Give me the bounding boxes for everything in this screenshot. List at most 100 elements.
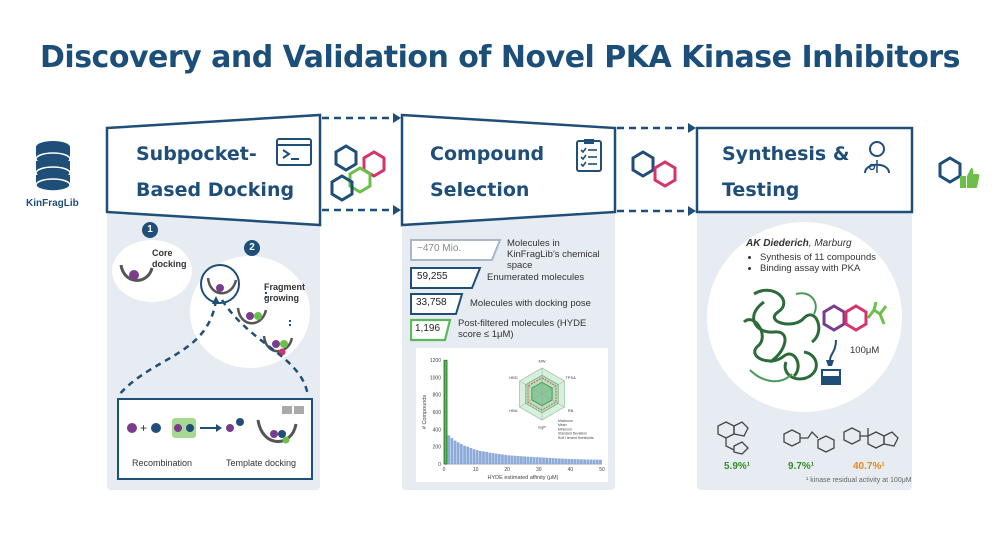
- radar-legend-item: Maximum: [558, 419, 573, 423]
- histogram-bar: [482, 451, 485, 464]
- step2-number-badge: 2: [244, 240, 260, 256]
- histogram-bar: [516, 456, 520, 464]
- funnel-label-3: Molecules with docking pose: [470, 298, 591, 309]
- terminal-icon: [276, 138, 312, 166]
- funnel-value-2: 59,255: [417, 271, 448, 282]
- histogram-bar: [510, 455, 514, 464]
- scientist-icon: [864, 141, 890, 174]
- histogram-bar: [583, 459, 586, 464]
- histogram-bar: [447, 435, 451, 464]
- x-tick-label: 10: [473, 467, 479, 473]
- y-tick-label: 1200: [430, 358, 441, 364]
- histogram-bar: [507, 455, 511, 464]
- radar-axis-label: logP: [538, 425, 546, 430]
- histogram-bar: [497, 454, 501, 464]
- page-title: Discovery and Validation of Novel PKA Ki…: [40, 40, 960, 75]
- radar-axis-label: MW: [538, 359, 545, 364]
- x-tick-label: 50: [599, 467, 605, 473]
- radar-legend-item: Ro5 / lenient thresholds: [558, 436, 594, 440]
- histogram-bar: [542, 457, 545, 464]
- growing-fragments-graphic: [206, 277, 294, 356]
- docking-detail-box: [117, 398, 313, 480]
- lab-location: , Marburg: [808, 238, 852, 249]
- histogram-bar: [599, 459, 602, 464]
- step1-title: Subpocket-Based Docking: [136, 143, 295, 201]
- histogram-bar: [570, 459, 574, 464]
- y-tick-label: 600: [433, 410, 442, 416]
- histogram-bar: [567, 458, 571, 464]
- radar-legend-item: Minimum: [558, 427, 572, 431]
- lab-group: AK Diederich: [746, 238, 809, 249]
- histogram-bar: [523, 456, 526, 464]
- step1-number-badge: 1: [142, 222, 158, 238]
- funnel-value-1: ~470 Mio.: [417, 243, 462, 254]
- x-tick-label: 40: [568, 467, 574, 473]
- funnel-label-1: Molecules in KinFragLib's chemical space: [507, 238, 600, 271]
- histogram-bar: [478, 451, 482, 464]
- histogram-bar: [539, 457, 542, 464]
- histogram-bar: [485, 451, 489, 464]
- histogram-bar: [472, 449, 476, 464]
- funnel-value-3: 33,758: [416, 297, 447, 308]
- histogram-bar: [548, 457, 552, 464]
- x-tick-label: 30: [536, 467, 542, 473]
- y-axis-label: # Compounds: [422, 395, 428, 429]
- step-header-frames: [105, 113, 914, 227]
- testing-bullets: Synthesis of 11 compounds Binding assay …: [760, 252, 876, 274]
- funnel-box-2: [410, 267, 482, 289]
- molecule-pair-icon: [631, 150, 677, 188]
- y-tick-label: 1000: [430, 375, 441, 381]
- histogram-bar: [463, 445, 466, 464]
- funnel-box-4: [410, 318, 452, 342]
- y-tick-label: 800: [433, 393, 442, 399]
- result-compound-2: 9.7%¹: [788, 461, 815, 472]
- x-axis-label: HYDE estimated affinity (μM): [488, 475, 559, 481]
- bullet-item: Binding assay with PKA: [760, 263, 876, 274]
- fragment-growing-label: Fragment growing: [264, 282, 306, 303]
- histogram-bar: [520, 456, 523, 464]
- database-icon: [35, 141, 71, 192]
- beaker-icon: [821, 340, 841, 385]
- histogram-bar: [488, 452, 492, 464]
- histogram-bar: [475, 450, 479, 464]
- histogram-bar: [526, 456, 530, 464]
- histogram-bar: [532, 457, 536, 464]
- funnel-label-2: Enumerated molecules: [487, 272, 585, 283]
- histogram-bar: [535, 457, 539, 464]
- result-compound-3: 40.7%¹: [853, 461, 885, 472]
- histogram-bar: [466, 446, 470, 464]
- radar-axis-label: HBA: [509, 408, 518, 413]
- radar-legend-item: Mean: [558, 423, 567, 427]
- molecule-thumbsup-icon: [938, 156, 980, 188]
- concentration-label: 100μM: [850, 345, 880, 356]
- y-tick-label: 400: [433, 427, 442, 433]
- histogram-bar: [513, 455, 517, 464]
- funnel-box-1: [410, 239, 502, 261]
- radar-spoke: [519, 393, 543, 408]
- histogram-bar: [551, 458, 555, 464]
- funnel-label-4: Post-filtered molecules (HYDE score ≤ 1μ…: [458, 318, 587, 340]
- histogram-bar: [576, 459, 580, 464]
- result-compound-1: 5.9%¹: [724, 461, 751, 472]
- histogram-bar: [453, 440, 457, 464]
- step3-title: Synthesis &Testing: [722, 143, 850, 201]
- lab-name: AK Diederich, Marburg: [746, 238, 852, 249]
- radar-axis-label: RB: [568, 408, 574, 413]
- histogram-bar: [491, 453, 495, 464]
- histogram-bar: [595, 459, 599, 464]
- histogram-bar: [443, 359, 448, 465]
- recombination-label: Recombination: [132, 458, 193, 468]
- radar-axis-label: TPSA: [565, 375, 576, 380]
- compound-structures: [717, 421, 899, 455]
- histogram-bar: [573, 459, 577, 464]
- histogram-bar: [504, 454, 507, 464]
- histogram-bar: [529, 456, 533, 464]
- histogram-bar: [554, 458, 558, 464]
- svg-text:+: +: [140, 421, 147, 435]
- x-tick-label: 0: [443, 467, 446, 473]
- histogram-bar: [501, 454, 504, 464]
- histogram-bar: [589, 459, 593, 464]
- radar-axis-label: HBD: [509, 375, 518, 380]
- histogram-bar: [545, 457, 549, 464]
